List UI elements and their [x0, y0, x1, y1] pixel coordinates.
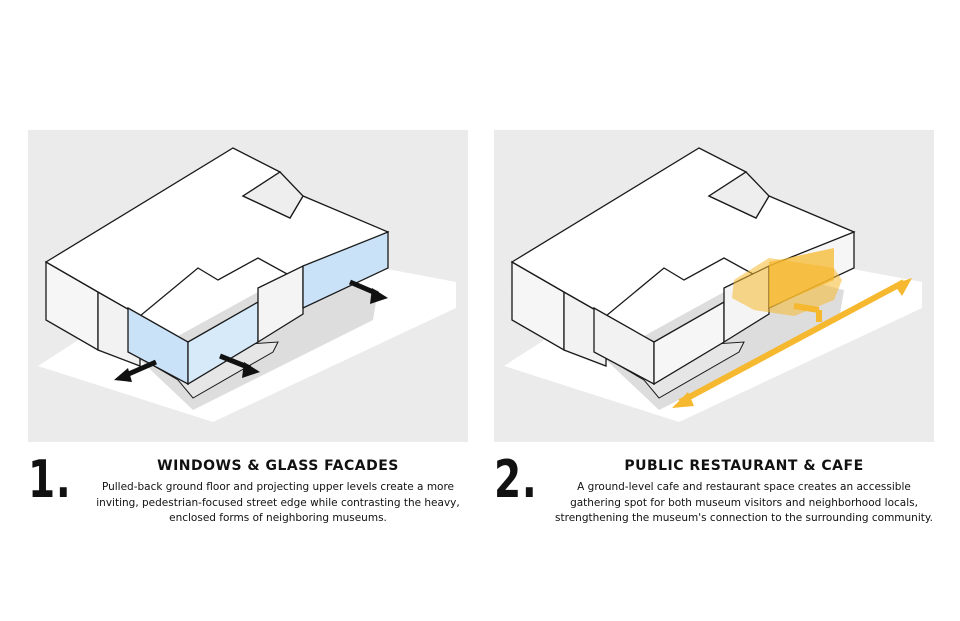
step-description: Pulled-back ground floor and projecting …: [96, 481, 460, 524]
outward-arrow-icon: [114, 359, 158, 382]
massing-diagram-2: [504, 147, 922, 422]
circulation-arrow-icon: [672, 278, 912, 408]
step-number: 2.: [494, 450, 538, 510]
cafe-volume-icon: [732, 248, 842, 316]
diagram-panel-restaurant-cafe: [494, 130, 934, 442]
roof-notch: [707, 171, 770, 219]
diagram-panel-windows-glass: [28, 130, 468, 442]
step-title: PUBLIC RESTAURANT & CAFE: [624, 458, 864, 474]
roof-notch: [241, 171, 304, 219]
glass-facade-right: [302, 231, 389, 310]
caption-step-2: 2. PUBLIC RESTAURANT & CAFE A ground-lev…: [494, 452, 934, 566]
outward-arrow-icon: [349, 279, 388, 304]
outward-arrow-icon: [219, 353, 260, 378]
step-number: 1.: [28, 450, 72, 510]
caption-step-1: 1. WINDOWS & GLASS FACADES Pulled-back g…: [28, 452, 468, 566]
step-title: WINDOWS & GLASS FACADES: [157, 458, 399, 474]
step-description: A ground-level cafe and restaurant space…: [555, 481, 933, 524]
middle-solid: [257, 264, 304, 344]
massing-diagram-1: [38, 147, 456, 422]
